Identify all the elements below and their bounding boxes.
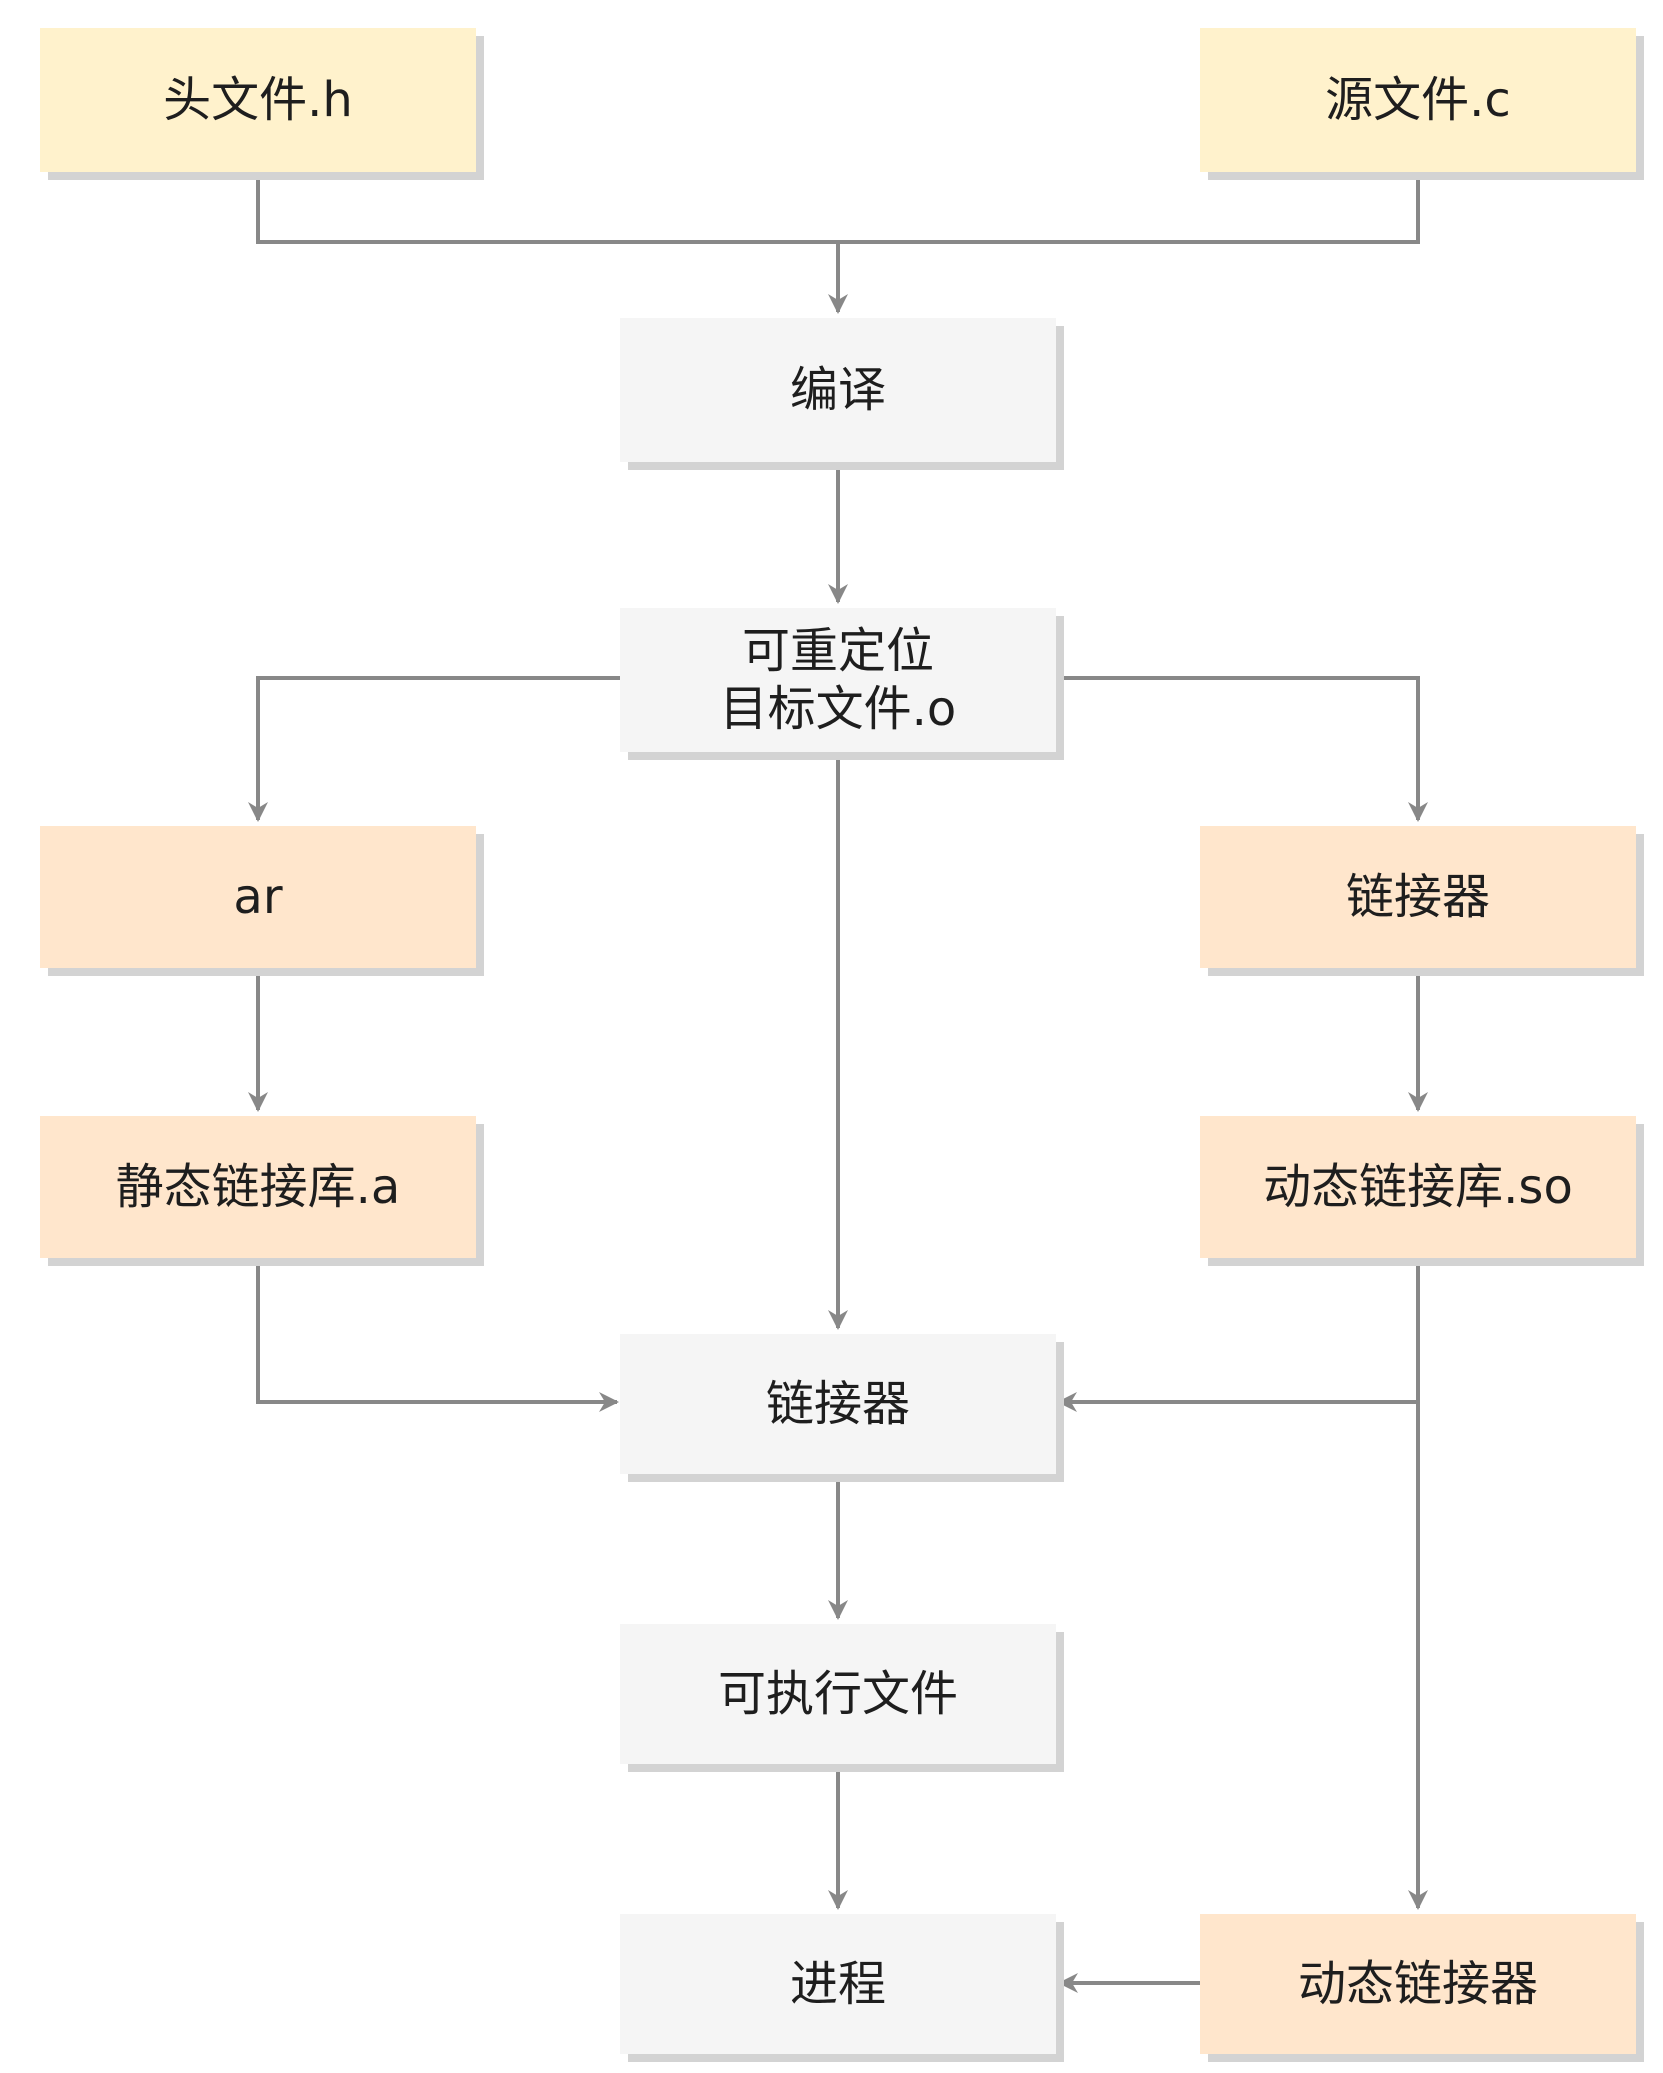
edge-static-lib-to-linker: [256, 1258, 619, 1412]
edge-object-to-ar: [248, 676, 620, 822]
dynamic-linker-label: 动态链接器: [1297, 1956, 1538, 2012]
executable-label: 可执行文件: [717, 1666, 958, 1722]
ar-node: ar: [40, 826, 476, 968]
source-file-node: 源文件.c: [1200, 28, 1636, 172]
header-file-node: 头文件.h: [40, 28, 476, 172]
edge-source-to-compile: [838, 178, 1420, 244]
dynamic-lib-node: 动态链接库.so: [1200, 1116, 1636, 1258]
edge-object-to-linker-right: [1056, 676, 1428, 822]
compile-node: 编译: [620, 318, 1056, 462]
process-label: 进程: [789, 1956, 886, 2012]
linker-center-label: 链接器: [765, 1376, 910, 1432]
edge-header-to-compile: [256, 178, 838, 244]
relocatable-object-node: 可重定位 目标文件.o: [620, 608, 1056, 752]
process-node: 进程: [620, 1914, 1056, 2054]
linker-center-node: 链接器: [620, 1334, 1056, 1474]
executable-node: 可执行文件: [620, 1624, 1056, 1764]
linker-right-node: 链接器: [1200, 826, 1636, 968]
relocatable-object-label: 可重定位 目标文件.o: [719, 623, 957, 737]
dynamic-linker-node: 动态链接器: [1200, 1914, 1636, 2054]
static-lib-node: 静态链接库.a: [40, 1116, 476, 1258]
static-lib-label: 静态链接库.a: [115, 1159, 401, 1215]
ar-label: ar: [233, 869, 283, 925]
edge-dynamic-lib-to-linker: [1057, 1258, 1420, 1412]
dynamic-lib-label: 动态链接库.so: [1263, 1159, 1573, 1215]
linker-right-label: 链接器: [1345, 869, 1490, 925]
source-file-label: 源文件.c: [1325, 72, 1511, 128]
compile-label: 编译: [789, 362, 886, 418]
header-file-label: 头文件.h: [163, 72, 353, 128]
